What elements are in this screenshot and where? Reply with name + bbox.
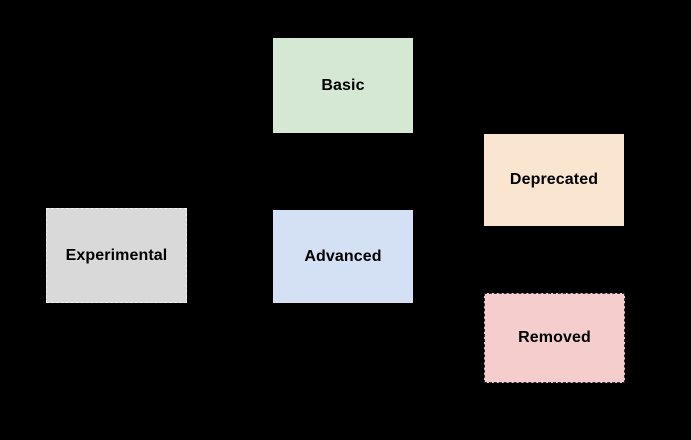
node-deprecated-label: Deprecated: [509, 171, 599, 189]
node-experimental-label: Experimental: [65, 246, 168, 264]
node-basic[interactable]: Basic: [273, 38, 413, 133]
node-experimental[interactable]: Experimental: [46, 208, 187, 303]
node-advanced-label: Advanced: [304, 247, 382, 265]
node-deprecated[interactable]: Deprecated: [484, 134, 624, 226]
node-basic-label: Basic: [321, 76, 365, 94]
node-advanced[interactable]: Advanced: [273, 210, 413, 303]
node-removed[interactable]: Removed: [484, 293, 625, 383]
node-removed-label: Removed: [518, 329, 591, 347]
